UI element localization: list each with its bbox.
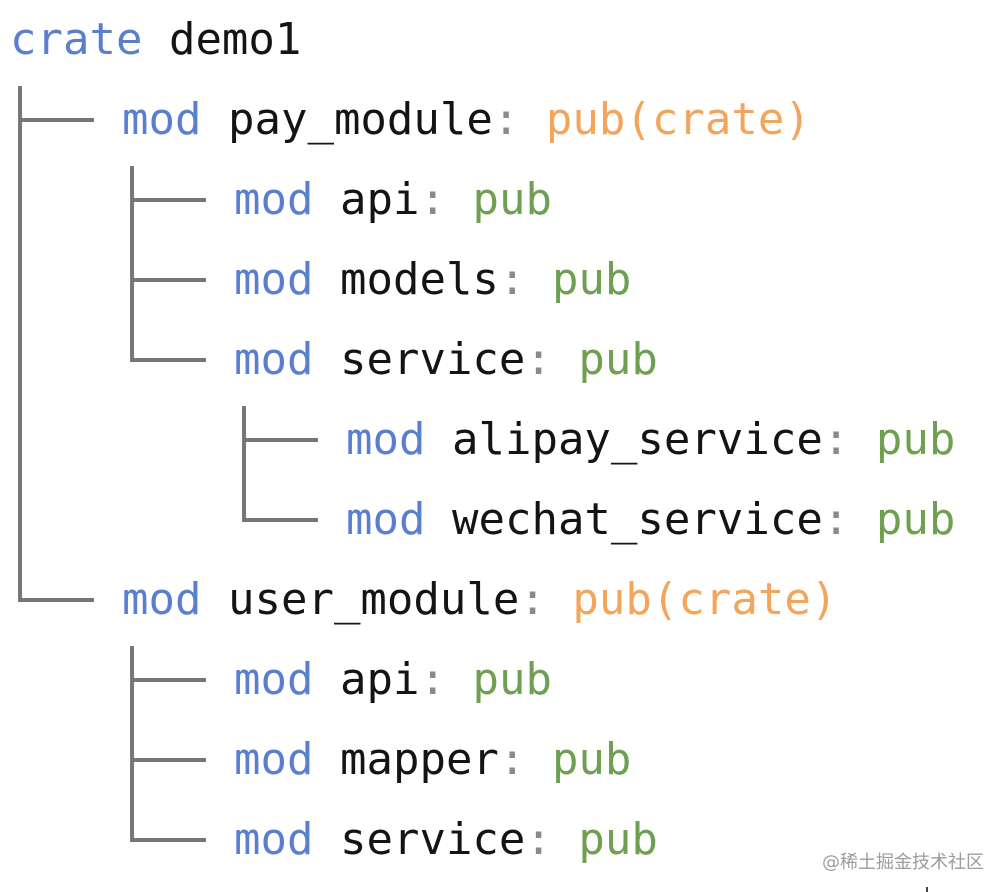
module-declaration: mod user_module: pub(crate) — [122, 560, 837, 640]
module-name: service — [339, 334, 526, 385]
colon-separator: : — [525, 814, 552, 865]
module-declaration: mod alipay_service: pub — [346, 400, 955, 480]
visibility-pub: pub — [551, 254, 632, 305]
colon-separator: : — [822, 414, 850, 465]
tree-row: mod service: pub — [0, 320, 1008, 400]
tree-row: mod alipay_service: pub — [0, 400, 1008, 480]
mod-keyword: mod — [234, 174, 314, 225]
mod-keyword: mod — [234, 734, 314, 785]
branch-corner-connector — [130, 838, 206, 842]
visibility-pub: pub — [875, 414, 956, 465]
tree-row: mod api: pub — [0, 640, 1008, 720]
tree-row: mod api: pub — [0, 160, 1008, 240]
module-declaration: mod models: pub — [234, 240, 631, 320]
mod-keyword: mod — [234, 254, 314, 305]
module-name: wechat_service — [451, 494, 823, 545]
mod-keyword: mod — [122, 94, 202, 145]
branch-corner-connector — [130, 358, 206, 362]
crate-keyword: crate — [10, 14, 143, 65]
tree-trunk-line — [130, 646, 134, 842]
module-declaration: mod wechat_service: pub — [346, 480, 955, 560]
colon-separator: : — [525, 334, 552, 385]
visibility-pub-crate: pub(crate) — [545, 94, 811, 145]
root-crate-name: demo1 — [168, 14, 302, 65]
colon-separator: : — [822, 494, 850, 545]
visibility-pub-crate: pub(crate) — [572, 574, 838, 625]
visibility-pub: pub — [472, 174, 552, 225]
module-name: mapper — [339, 734, 499, 785]
module-name: user_module — [227, 574, 520, 625]
visibility-pub: pub — [578, 334, 658, 385]
tree-trunk-line — [18, 86, 22, 602]
module-declaration: mod pay_module: pub(crate) — [122, 80, 811, 160]
module-name: service — [339, 814, 526, 865]
module-name: api — [339, 174, 420, 225]
branch-tee-connector — [130, 198, 206, 202]
tree-row: mod pay_module: pub(crate) — [0, 80, 1008, 160]
colon-separator: : — [419, 174, 446, 225]
branch-corner-connector — [18, 598, 94, 602]
tree-row: mod mapper: pub — [0, 720, 1008, 800]
colon-separator: : — [419, 654, 446, 705]
visibility-pub: pub — [472, 654, 552, 705]
module-name: pay_module — [227, 94, 493, 145]
mod-keyword: mod — [234, 814, 314, 865]
mod-keyword: mod — [234, 334, 314, 385]
colon-separator: : — [498, 734, 526, 785]
module-declaration: mod mapper: pub — [234, 720, 631, 800]
module-declaration: mod service: pub — [234, 320, 658, 400]
module-declaration: mod service: pub — [234, 800, 658, 880]
branch-tee-connector — [130, 758, 206, 762]
tree-trunk-line — [130, 166, 134, 362]
branch-tee-connector — [18, 118, 94, 122]
mod-keyword: mod — [346, 414, 426, 465]
module-name: alipay_service — [451, 414, 823, 465]
root-line: crate demo1 — [10, 0, 301, 80]
module-name: models — [339, 254, 499, 305]
corner-mark — [926, 887, 928, 892]
branch-corner-connector — [242, 518, 318, 522]
tree-row: mod wechat_service: pub — [0, 480, 1008, 560]
mod-keyword: mod — [234, 654, 314, 705]
watermark: @稀土掘金技术社区 — [822, 852, 984, 873]
mod-keyword: mod — [346, 494, 426, 545]
visibility-pub: pub — [551, 734, 632, 785]
tree-trunk-line — [242, 406, 246, 522]
visibility-pub: pub — [875, 494, 956, 545]
branch-tee-connector — [130, 678, 206, 682]
branch-tee-connector — [130, 278, 206, 282]
tree-row: mod user_module: pub(crate) — [0, 560, 1008, 640]
colon-separator: : — [492, 94, 520, 145]
module-name: api — [339, 654, 420, 705]
module-declaration: mod api: pub — [234, 640, 552, 720]
root-row: crate demo1 — [0, 0, 1008, 80]
tree-row: mod models: pub — [0, 240, 1008, 320]
branch-tee-connector — [242, 438, 318, 442]
mod-keyword: mod — [122, 574, 202, 625]
module-declaration: mod api: pub — [234, 160, 552, 240]
colon-separator: : — [519, 574, 546, 625]
visibility-pub: pub — [578, 814, 658, 865]
tree-row: mod service: pub — [0, 800, 1008, 880]
colon-separator: : — [498, 254, 526, 305]
